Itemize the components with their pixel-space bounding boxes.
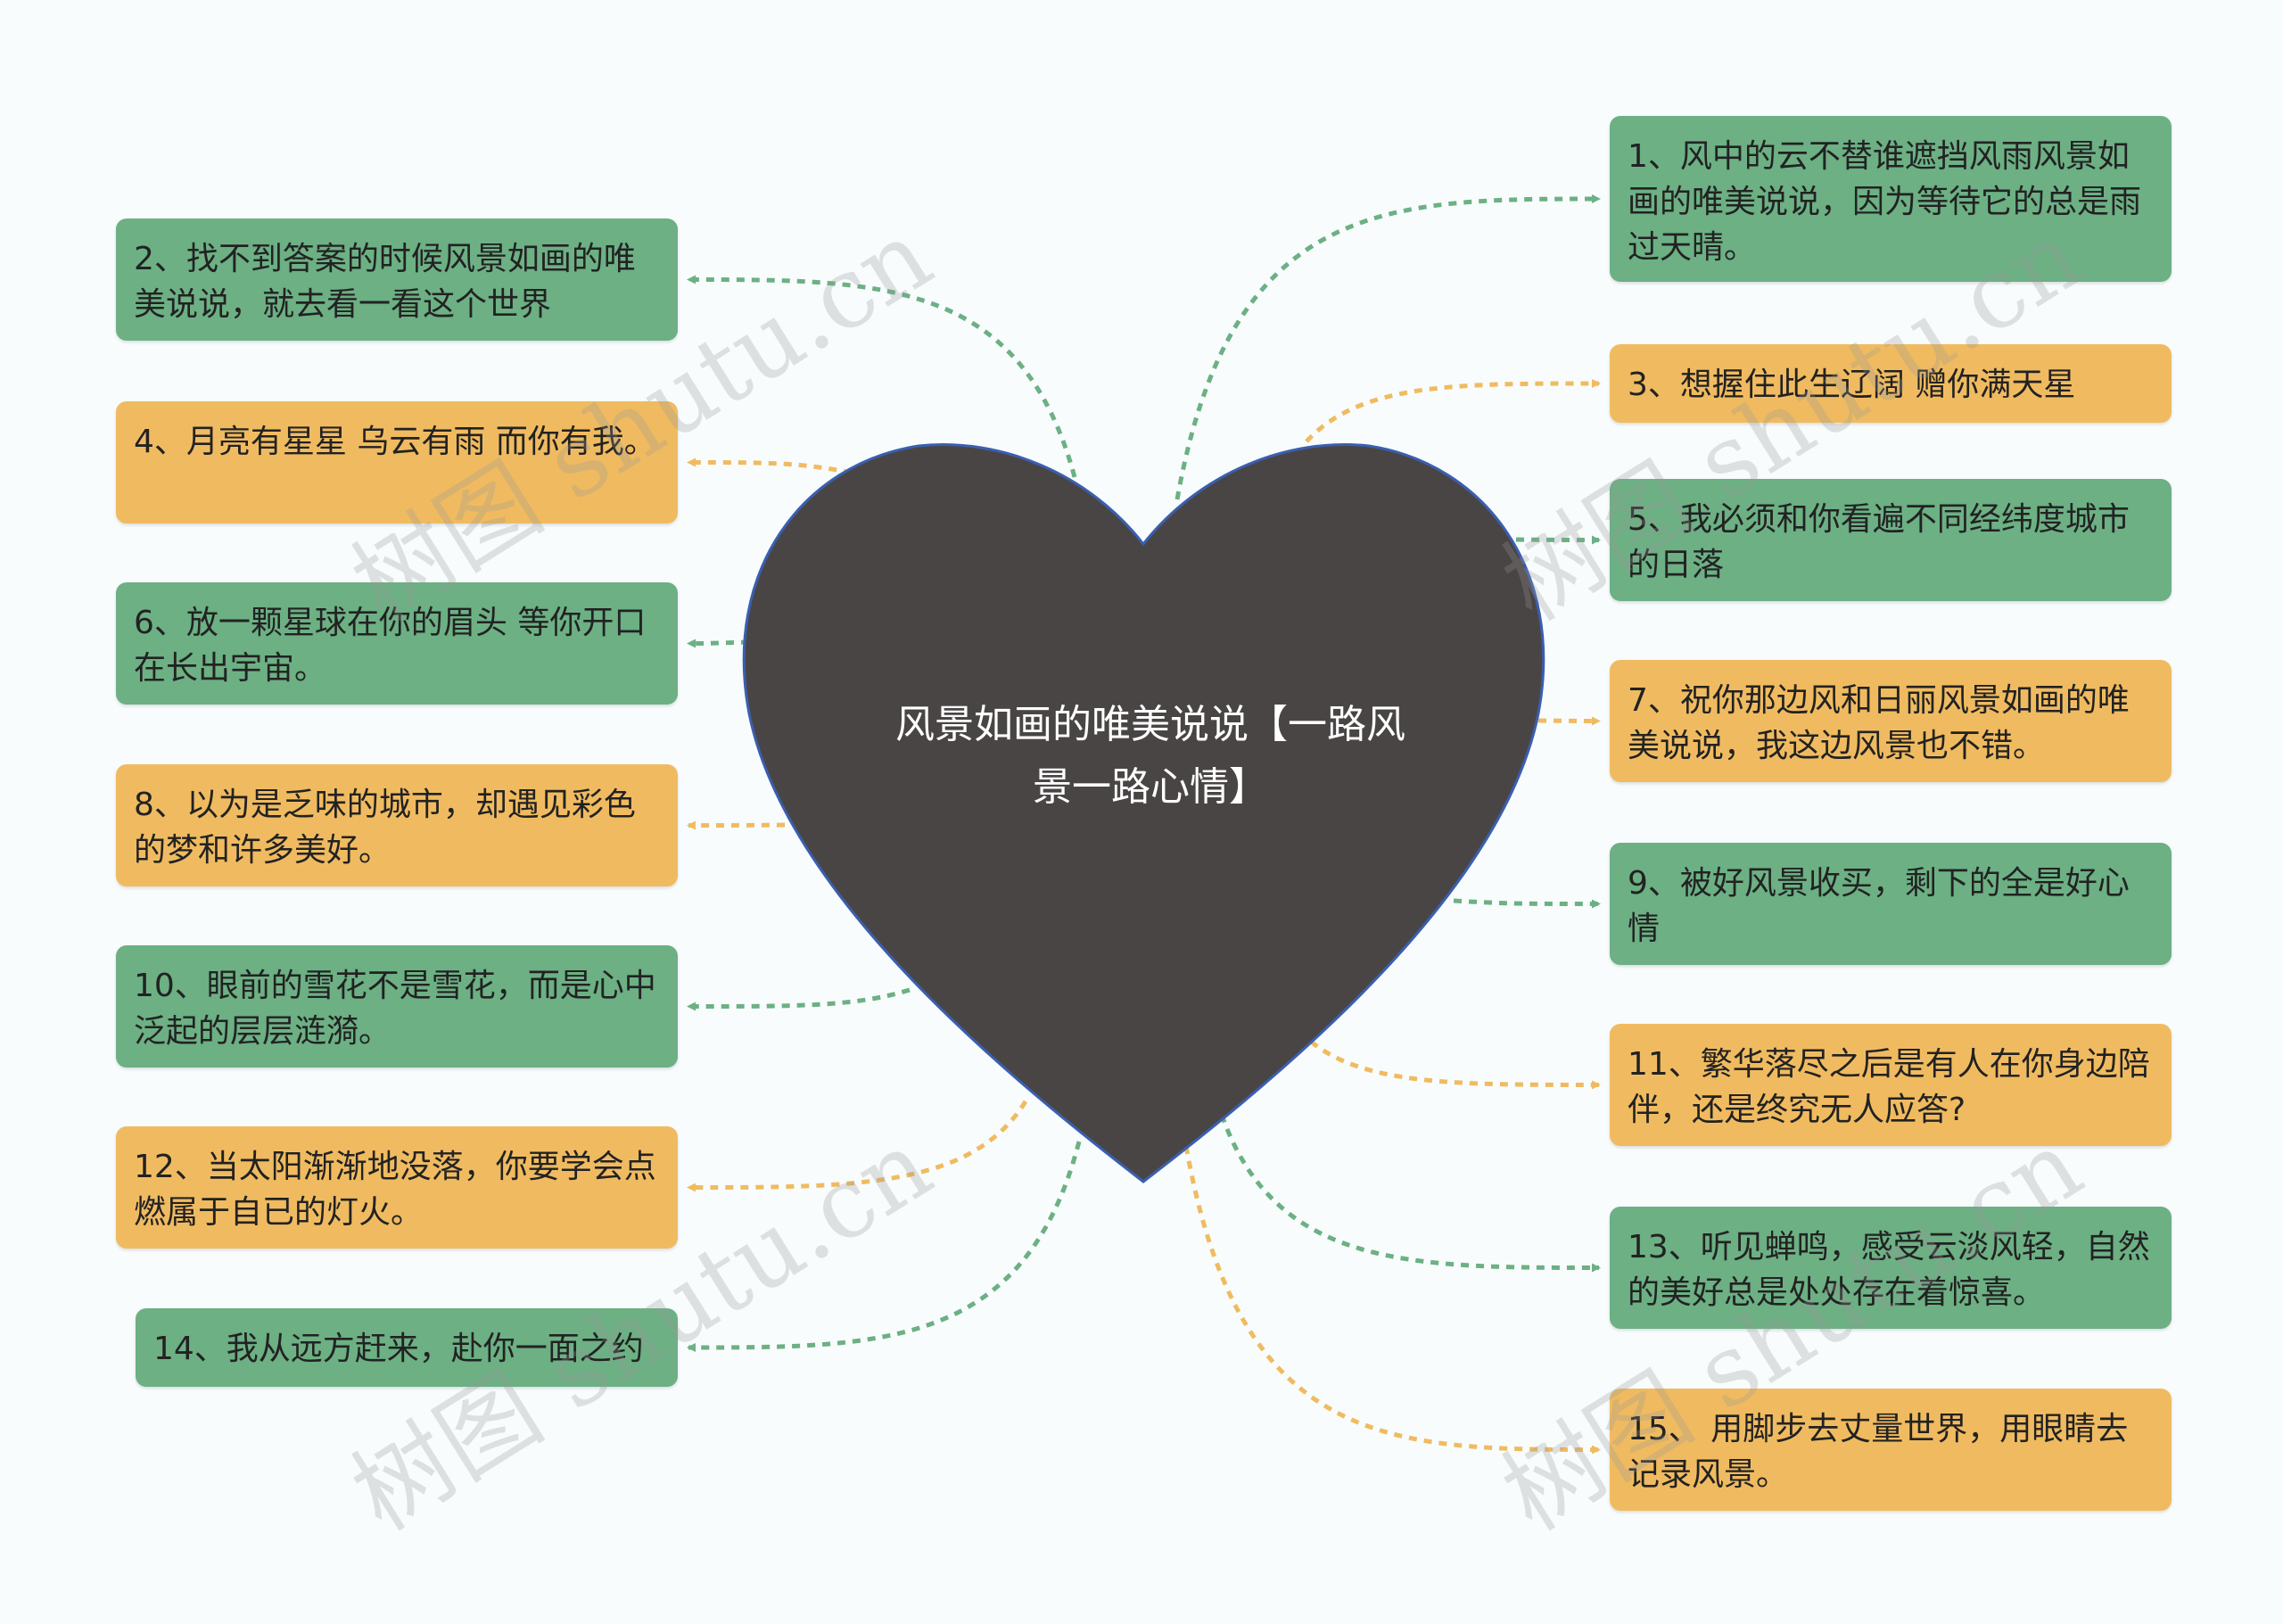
- topic-node-text: 11、繁华落尽之后是有人在你身边陪伴，还是终究无人应答?: [1628, 1046, 2150, 1128]
- connector-15: [1183, 1145, 1601, 1455]
- topic-node-7[interactable]: 7、祝你那边风和日丽风景如画的唯美说说，我这边风景也不错。: [1610, 660, 2172, 782]
- connector-6: [687, 639, 750, 648]
- connector-3: [1305, 379, 1601, 443]
- topic-node-text: 7、祝你那边风和日丽风景如画的唯美说说，我这边风景也不错。: [1628, 682, 2130, 764]
- topic-node-10[interactable]: 10、眼前的雪花不是雪花，而是心中泛起的层层涟漪。: [116, 945, 678, 1068]
- topic-node-text: 1、风中的云不替谁遮挡风雨风景如画的唯美说说，因为等待它的总是雨过天晴。: [1628, 138, 2142, 266]
- topic-node-text: 10、眼前的雪花不是雪花，而是心中泛起的层层涟漪。: [134, 968, 656, 1050]
- topic-node-12[interactable]: 12、当太阳渐渐地没落，你要学会点燃属于自已的灯火。: [116, 1126, 678, 1249]
- topic-node-text: 13、听见蝉鸣，感受云淡风轻，自然的美好总是处处存在着惊喜。: [1628, 1229, 2150, 1311]
- topic-node-4[interactable]: 4、月亮有星星 乌云有雨 而你有我。: [116, 401, 678, 523]
- topic-node-1[interactable]: 1、风中的云不替谁遮挡风雨风景如画的唯美说说，因为等待它的总是雨过天晴。: [1610, 116, 2172, 282]
- topic-node-text: 12、当太阳渐渐地没落，你要学会点燃属于自已的灯火。: [134, 1149, 656, 1231]
- center-heart-shape: [742, 443, 1545, 1183]
- topic-node-text: 9、被好风景收买，剩下的全是好心情: [1628, 865, 2130, 947]
- topic-node-text: 5、我必须和你看遍不同经纬度城市的日落: [1628, 501, 2130, 583]
- connector-12: [687, 1100, 1028, 1192]
- topic-node-text: 14、我从远方赶来，赴你一面之约: [153, 1331, 644, 1367]
- connector-9: [1453, 898, 1601, 909]
- connector-13: [1219, 1114, 1601, 1273]
- topic-node-text: 15、 用脚步去丈量世界，用眼睛去记录风景。: [1628, 1411, 2129, 1493]
- topic-node-6[interactable]: 6、放一颗星球在你的眉头 等你开口在长出宇宙。: [116, 582, 678, 705]
- topic-node-3[interactable]: 3、想握住此生辽阔 赠你满天星: [1610, 344, 2172, 423]
- connector-14: [687, 1141, 1082, 1352]
- topic-node-14[interactable]: 14、我从远方赶来，赴你一面之约: [136, 1308, 678, 1387]
- connector-1: [1174, 194, 1601, 500]
- connector-10: [687, 987, 911, 1011]
- topic-node-5[interactable]: 5、我必须和你看遍不同经纬度城市的日落: [1610, 479, 2172, 601]
- topic-node-2[interactable]: 2、找不到答案的时候风景如画的唯美说说，就去看一看这个世界: [116, 218, 678, 341]
- topic-node-text: 8、以为是乏味的城市，却遇见彩色的梦和许多美好。: [134, 787, 636, 869]
- connector-lines: [687, 194, 1601, 1455]
- connector-4: [687, 458, 853, 475]
- topic-node-8[interactable]: 8、以为是乏味的城市，却遇见彩色的梦和许多美好。: [116, 764, 678, 886]
- topic-node-15[interactable]: 15、 用脚步去丈量世界，用眼睛去记录风景。: [1610, 1389, 2172, 1511]
- topic-node-13[interactable]: 13、听见蝉鸣，感受云淡风轻，自然的美好总是处处存在着惊喜。: [1610, 1207, 2172, 1329]
- topic-node-text: 2、找不到答案的时候风景如画的唯美说说，就去看一看这个世界: [134, 241, 636, 323]
- topic-node-text: 4、月亮有星星 乌云有雨 而你有我。: [134, 424, 656, 460]
- topic-node-9[interactable]: 9、被好风景收买，剩下的全是好心情: [1610, 843, 2172, 965]
- connector-11: [1309, 1040, 1601, 1090]
- topic-node-text: 3、想握住此生辽阔 赠你满天星: [1628, 367, 2076, 403]
- topic-node-text: 6、放一颗星球在你的眉头 等你开口在长出宇宙。: [134, 605, 647, 687]
- connector-2: [687, 275, 1077, 478]
- connector-8: [687, 820, 786, 830]
- topic-node-11[interactable]: 11、繁华落尽之后是有人在你身边陪伴，还是终究无人应答?: [1610, 1024, 2172, 1146]
- center-topic-title: 风景如画的唯美说说【一路风景一路心情】: [895, 702, 1405, 810]
